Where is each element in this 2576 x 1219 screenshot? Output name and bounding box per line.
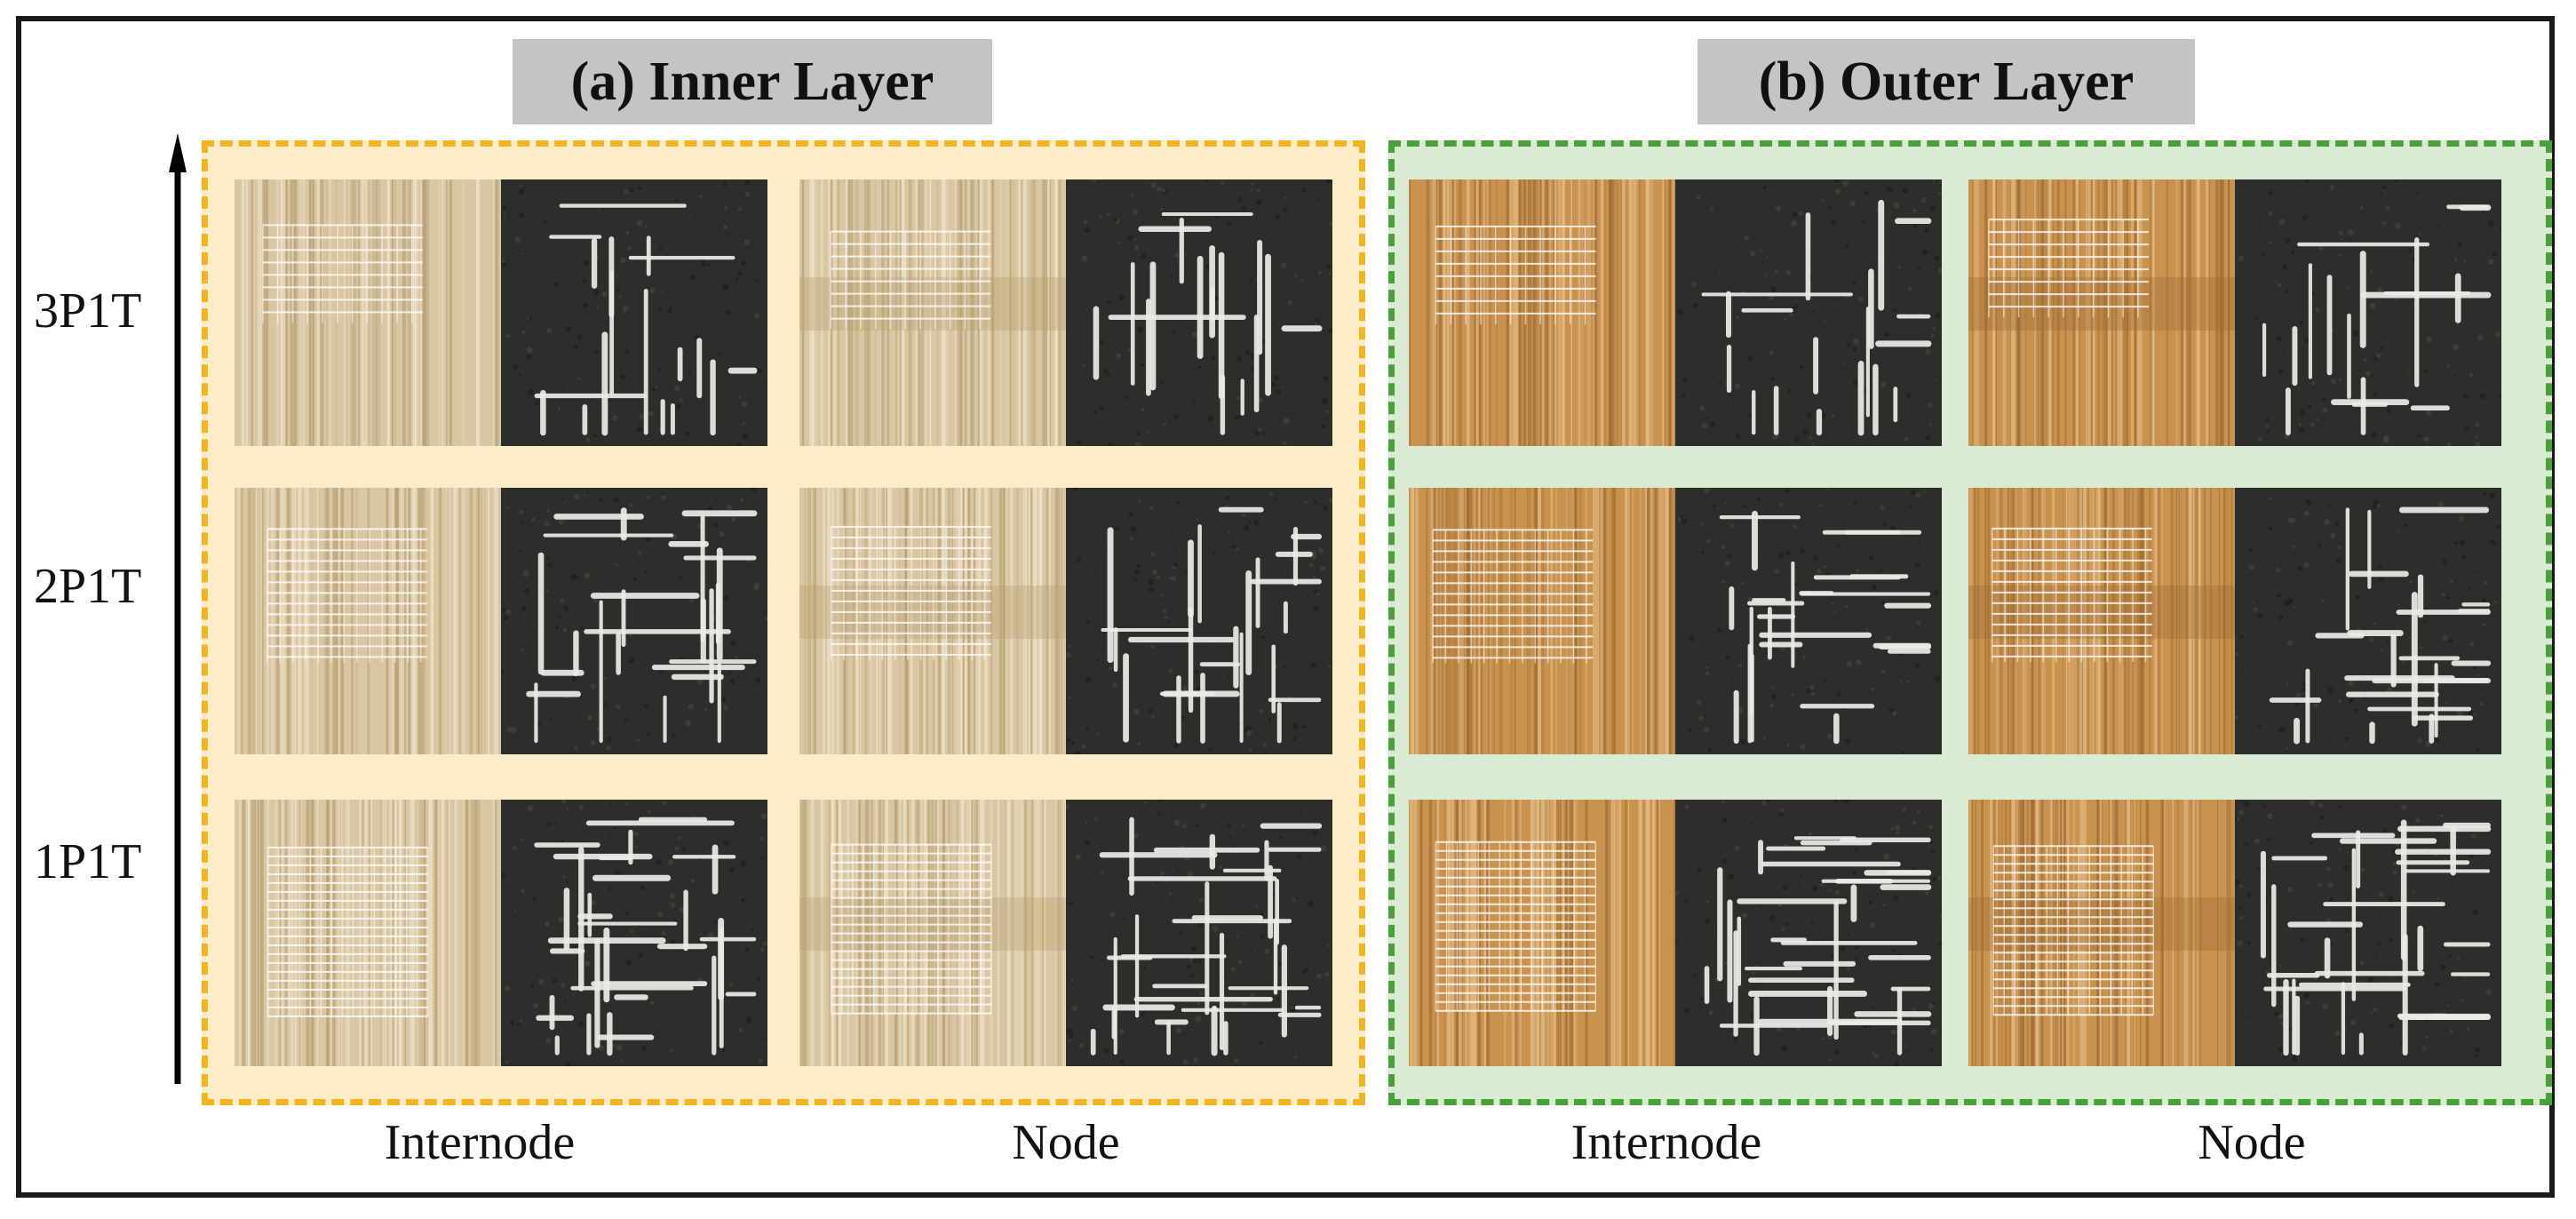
photo-outer-internode-bamboo-2p1t (1409, 488, 1675, 754)
up-arrow-icon (169, 133, 187, 1084)
panel-title-outer: (b) Outer Layer (1697, 39, 2195, 124)
photo-inner-node-bamboo-3p1t (799, 179, 1066, 446)
column-label-inner-internode: Internode (384, 1115, 576, 1170)
photo-outer-node-print-2p1t (2235, 488, 2501, 754)
photo-inner-node-bamboo-1p1t (799, 800, 1066, 1066)
row-label-1p1t: 1P1T (34, 834, 142, 889)
photo-outer-internode-bamboo-1p1t (1409, 800, 1675, 1066)
photo-outer-internode-print-2p1t (1675, 488, 1942, 754)
photo-inner-node-print-1p1t (1066, 800, 1332, 1066)
row-label-2p1t: 2P1T (34, 559, 142, 614)
photo-outer-node-bamboo-1p1t (1968, 800, 2235, 1066)
column-label-inner-node: Node (1012, 1115, 1120, 1170)
photo-inner-node-print-3p1t (1066, 179, 1332, 446)
photo-outer-internode-bamboo-3p1t (1409, 179, 1675, 446)
photo-outer-internode-print-1p1t (1675, 800, 1942, 1066)
photo-inner-internode-bamboo-1p1t (235, 800, 501, 1066)
photo-outer-internode-print-3p1t (1675, 179, 1942, 446)
photo-inner-internode-print-2p1t (501, 488, 767, 754)
row-label-3p1t: 3P1T (34, 283, 142, 339)
photo-inner-internode-print-3p1t (501, 179, 767, 446)
photo-outer-node-bamboo-3p1t (1968, 179, 2235, 446)
panel-title-inner: (a) Inner Layer (513, 39, 992, 124)
photo-inner-internode-bamboo-3p1t (235, 179, 501, 446)
photo-outer-node-print-1p1t (2235, 800, 2501, 1066)
photo-inner-internode-print-1p1t (501, 800, 767, 1066)
photo-inner-internode-bamboo-2p1t (235, 488, 501, 754)
photo-inner-node-bamboo-2p1t (799, 488, 1066, 754)
photo-outer-node-print-3p1t (2235, 179, 2501, 446)
photo-inner-node-print-2p1t (1066, 488, 1332, 754)
photo-outer-node-bamboo-2p1t (1968, 488, 2235, 754)
column-label-outer-internode: Internode (1570, 1115, 1762, 1170)
column-label-outer-node: Node (2198, 1115, 2306, 1170)
